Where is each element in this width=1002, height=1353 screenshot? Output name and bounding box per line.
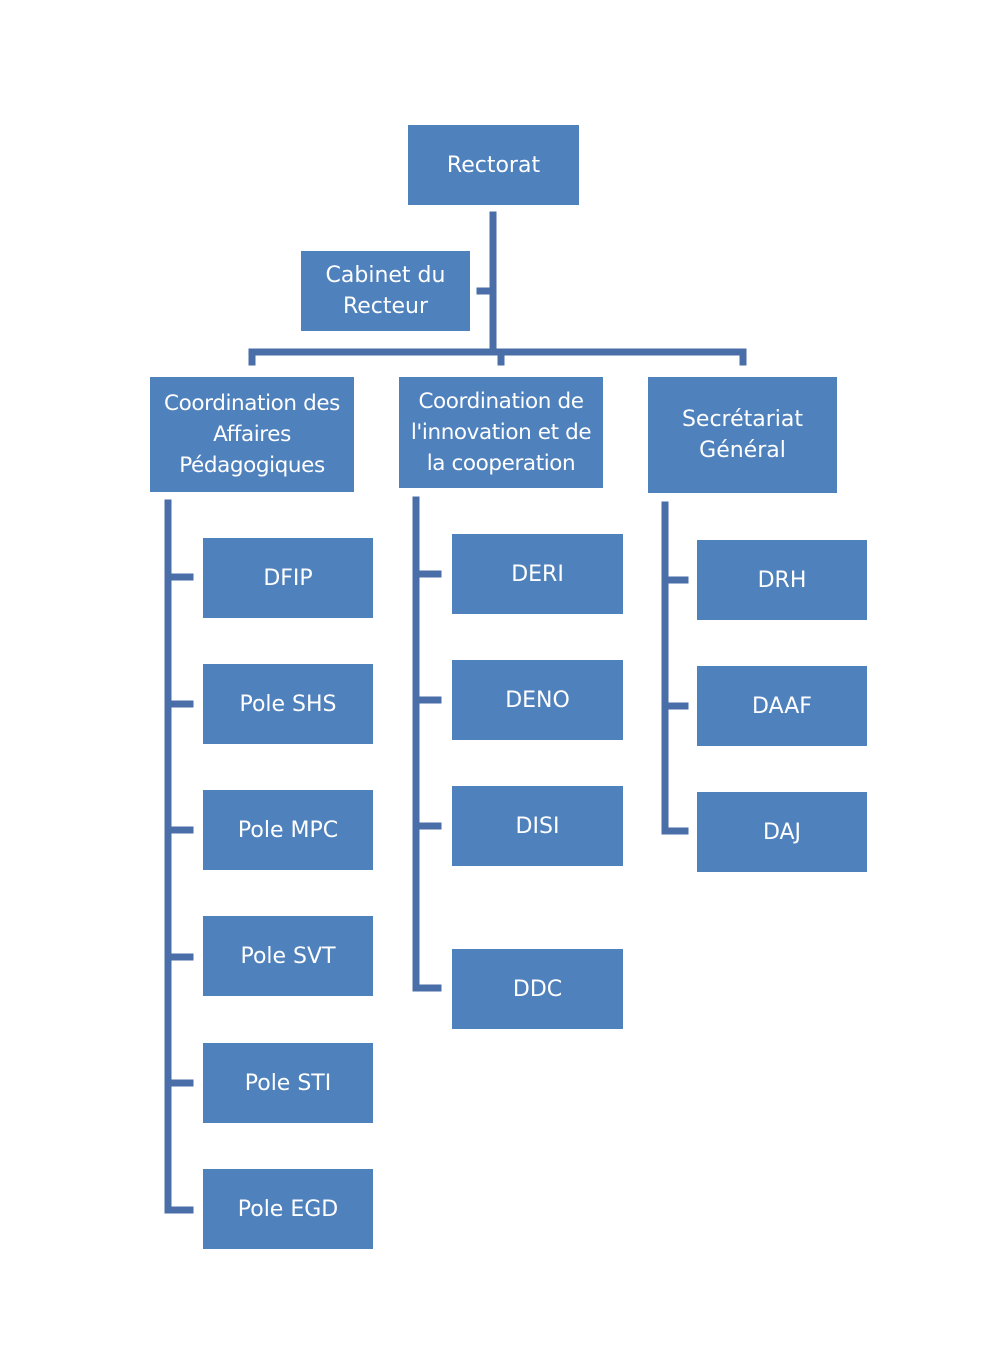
unit-node-daj[interactable]: DAJ [697,792,867,872]
unit-node-deno[interactable]: DENO [452,660,623,740]
unit-node-pole-shs[interactable]: Pole SHS [203,664,373,744]
unit-node-dfip[interactable]: DFIP [203,538,373,618]
unit-node-pole-mpc[interactable]: Pole MPC [203,790,373,870]
unit-node-disi[interactable]: DISI [452,786,623,866]
unit-node-deri[interactable]: DERI [452,534,623,614]
unit-node-pole-sti[interactable]: Pole STI [203,1043,373,1123]
root-node-rectorat[interactable]: Rectorat [408,125,579,205]
unit-node-pole-egd[interactable]: Pole EGD [203,1169,373,1249]
division-node-secretariat-general[interactable]: Secrétariat Général [648,377,837,493]
division-1-spine [164,499,194,1214]
unit-node-drh[interactable]: DRH [697,540,867,620]
unit-node-ddc[interactable]: DDC [452,949,623,1029]
division-3-spine [661,501,689,835]
unit-node-daaf[interactable]: DAAF [697,666,867,746]
division-2-spine [412,496,442,992]
assistant-node-cabinet[interactable]: Cabinet du Recteur [301,251,470,331]
division-node-innovation-cooperation[interactable]: Coordination de l'innovation et de la co… [399,377,603,488]
unit-node-pole-svt[interactable]: Pole SVT [203,916,373,996]
division-node-affaires-pedagogiques[interactable]: Coordination des Affaires Pédagogiques [150,377,354,492]
